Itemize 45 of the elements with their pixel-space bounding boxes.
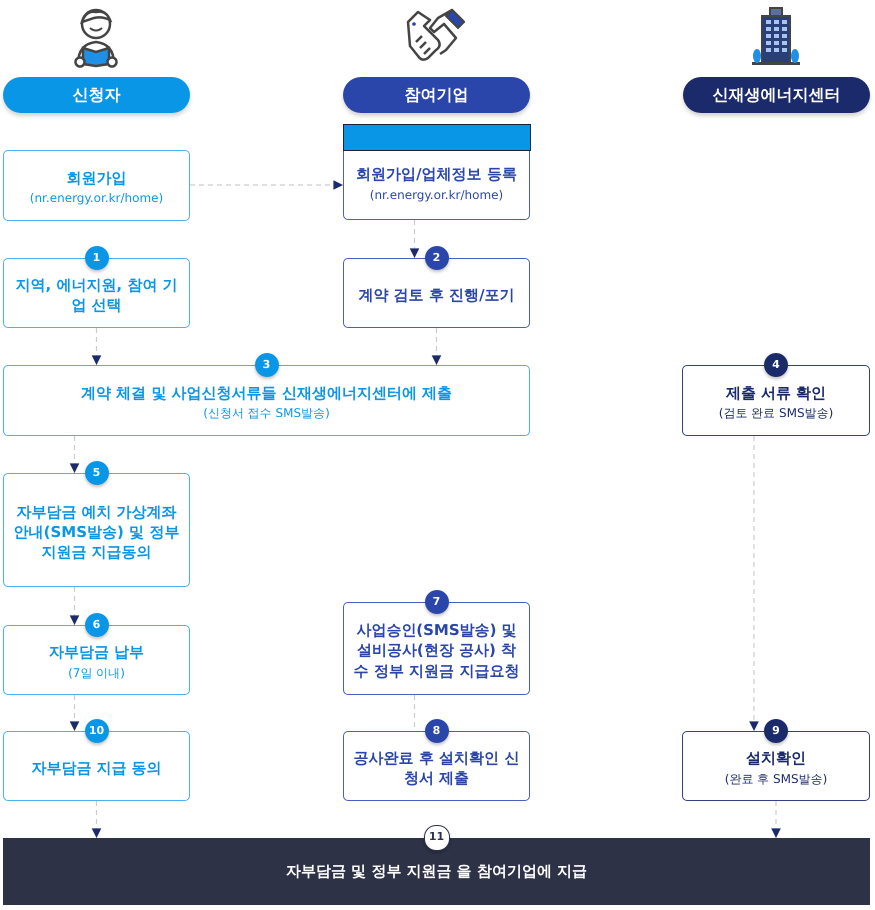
step-number-badge: 11 bbox=[424, 825, 450, 851]
connector-arrow bbox=[432, 328, 442, 365]
step-number-badge: 3 bbox=[254, 353, 278, 377]
step-title: 자부담금 예치 가상계좌 안내(SMS발송) 및 정부 지원금 지급동의 bbox=[12, 502, 180, 562]
connector-arrow bbox=[70, 695, 80, 731]
connector-arrow bbox=[749, 436, 759, 731]
step-note: (7일 이내) bbox=[68, 664, 125, 682]
step-title: 회원가입/업체정보 등록 bbox=[356, 164, 517, 185]
column-header-pill: 신청자 bbox=[3, 77, 190, 113]
step-title: 설치확인 bbox=[746, 748, 806, 769]
step-title: 제출 서류 확인 bbox=[726, 382, 826, 404]
column-header-pill: 참여기업 bbox=[343, 77, 530, 113]
connector-arrow bbox=[70, 587, 80, 625]
step-number-badge: 6 bbox=[84, 613, 108, 637]
step-note: (nr.energy.or.kr/home) bbox=[30, 190, 164, 208]
step-note: (nr.energy.or.kr/home) bbox=[370, 186, 504, 204]
step-note: (신청서 접수 SMS발송) bbox=[203, 405, 330, 422]
step-number-badge: 9 bbox=[764, 719, 788, 743]
step-number-badge: 1 bbox=[84, 246, 108, 270]
step-title: 계약 검토 후 진행/포기 bbox=[358, 284, 515, 306]
step-title: 자부담금 납부 bbox=[48, 642, 144, 663]
step-title: 공사완료 후 설치확인 신청서 제출 bbox=[352, 748, 520, 788]
step-number-badge: 8 bbox=[424, 719, 448, 743]
connector-arrow bbox=[70, 436, 80, 473]
step-note: (완료 후 SMS발송) bbox=[724, 770, 828, 788]
step-title: 회원가입 bbox=[66, 168, 126, 188]
step-number-badge: 5 bbox=[84, 461, 108, 485]
step-number-badge: 7 bbox=[424, 590, 448, 614]
column-header-pill: 신재생에너지센터 bbox=[683, 77, 870, 113]
step-number-badge: 2 bbox=[424, 246, 448, 270]
step-title: 지역, 에너지원, 참여 기업 선택 bbox=[14, 274, 179, 316]
step-number-badge: 10 bbox=[84, 719, 108, 743]
connector-arrow bbox=[92, 801, 102, 838]
connector-arrow bbox=[92, 328, 102, 365]
connector-arrow bbox=[190, 180, 343, 190]
connector-arrow bbox=[410, 220, 420, 258]
connector-arrow bbox=[771, 801, 781, 838]
step-title: 자부담금 지급 동의 bbox=[31, 758, 162, 778]
process-box bbox=[343, 124, 530, 220]
step-number-badge: 4 bbox=[764, 353, 788, 377]
step-title: 자부담금 및 정부 지원금 을 참여기업에 지급 bbox=[286, 861, 588, 882]
step-title: 계약 체결 및 사업신청서류들 신재생에너지센터에 제출 bbox=[80, 382, 452, 404]
step-note: (검토 완료 SMS발송) bbox=[718, 405, 834, 422]
step-title: 사업승인(SMS발송) 및 설비공사(현장 공사) 착수 정부 지원금 지급요청 bbox=[352, 620, 520, 681]
process-box bbox=[3, 150, 190, 221]
